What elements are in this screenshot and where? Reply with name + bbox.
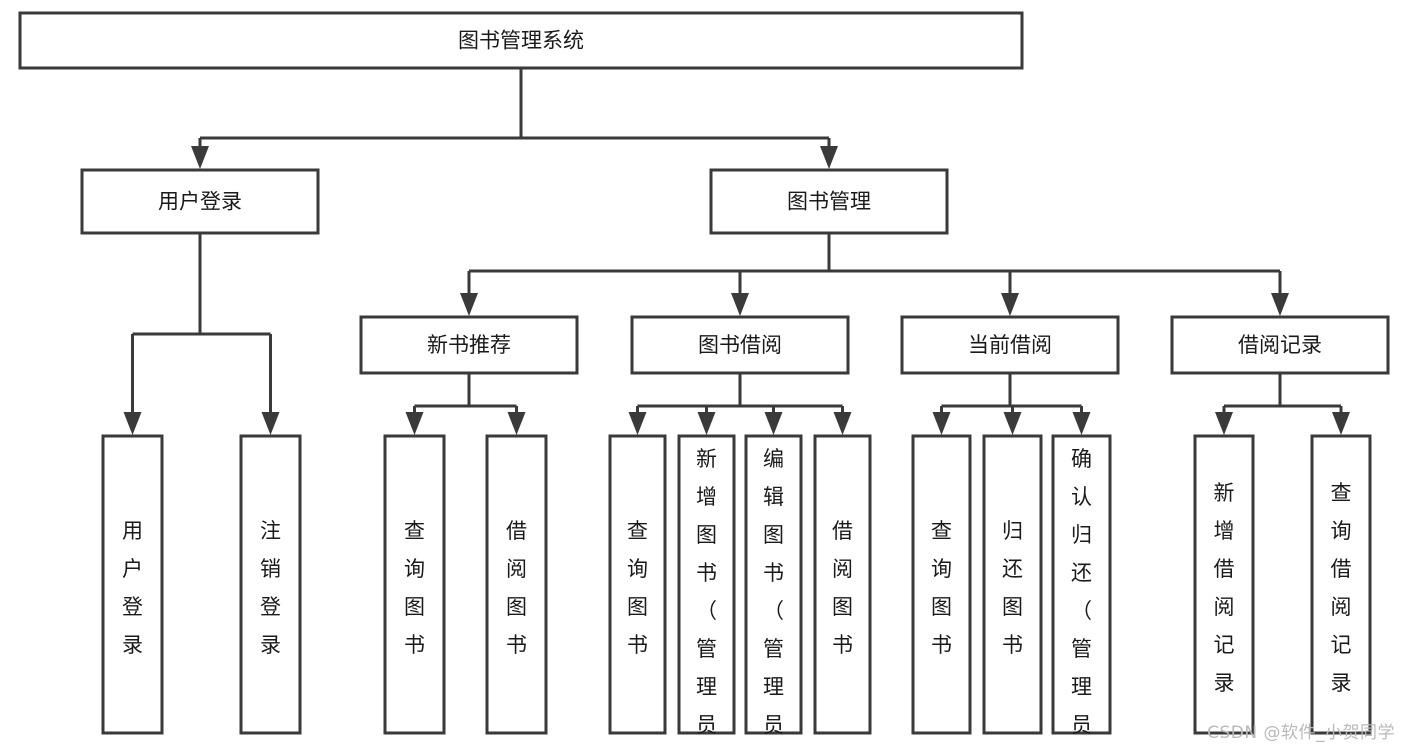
node-box <box>239 434 302 735</box>
node-box <box>744 434 803 735</box>
node-box <box>709 168 949 235</box>
node-box <box>101 434 164 735</box>
diagram-node-root[interactable]: 图书管理系统 <box>18 11 1024 70</box>
diagram-node-leaf_11[interactable]: 新增借阅记录 <box>1193 434 1255 735</box>
arrow-head-icon <box>1001 293 1019 316</box>
node-label: 编辑图书（管理员） <box>763 447 784 747</box>
node-label: 新增借阅记录 <box>1214 481 1235 695</box>
diagram-node-leaf_1[interactable]: 注销登录 <box>239 434 302 735</box>
arrow-head-icon <box>697 412 716 435</box>
arrow-head-icon <box>764 412 783 435</box>
diagram-node-l1_0[interactable]: 用户登录 <box>80 168 320 235</box>
node-box <box>911 434 972 735</box>
diagram-node-leaf_7[interactable]: 借阅图书 <box>813 434 872 735</box>
arrow-head-icon <box>507 412 526 435</box>
arrow-head-icon <box>460 293 478 316</box>
diagram-node-leaf_2[interactable]: 查询图书 <box>383 434 446 735</box>
diagram-node-leaf_5[interactable]: 新增图书（管理员） <box>677 434 736 747</box>
node-box <box>900 315 1120 375</box>
node-box <box>1051 434 1112 735</box>
node-label: 查询图书 <box>404 519 425 657</box>
node-label: 查询借阅记录 <box>1331 481 1352 695</box>
arrow-head-icon <box>1003 412 1022 435</box>
node-box <box>982 434 1043 735</box>
arrow-head-icon <box>1271 293 1289 316</box>
node-box <box>18 11 1024 70</box>
node-label: 归还图书 <box>1002 519 1023 657</box>
diagram-node-leaf_9[interactable]: 归还图书 <box>982 434 1043 735</box>
node-label: 图书管理系统 <box>458 29 584 53</box>
diagram-node-l2_0[interactable]: 新书推荐 <box>359 315 579 375</box>
diagram-node-leaf_0[interactable]: 用户登录 <box>101 434 164 735</box>
diagram-node-l2_1[interactable]: 图书借阅 <box>630 315 850 375</box>
diagram-node-leaf_3[interactable]: 借阅图书 <box>485 434 548 735</box>
arrow-head-icon <box>261 412 280 435</box>
diagram-node-leaf_6[interactable]: 编辑图书（管理员） <box>744 434 803 747</box>
node-box <box>677 434 736 735</box>
node-label: 借阅图书 <box>832 519 853 657</box>
node-label: 确认归还（管理员） <box>1071 447 1092 747</box>
node-box <box>80 168 320 235</box>
node-box <box>1193 434 1255 735</box>
node-label: 查询图书 <box>931 519 952 657</box>
arrow-head-icon <box>628 412 647 435</box>
node-label: 新增图书（管理员） <box>696 447 717 747</box>
diagram-node-leaf_4[interactable]: 查询图书 <box>608 434 667 735</box>
arrow-head-icon <box>405 412 424 435</box>
node-label: 用户登录 <box>122 519 143 657</box>
arrow-head-icon <box>820 146 838 169</box>
node-label: 借阅记录 <box>1238 333 1322 357</box>
arrow-head-icon <box>932 412 951 435</box>
node-box <box>1310 434 1372 735</box>
node-label: 注销登录 <box>260 519 281 657</box>
arrow-head-icon <box>731 293 749 316</box>
diagram-node-l2_2[interactable]: 当前借阅 <box>900 315 1120 375</box>
diagram-node-leaf_12[interactable]: 查询借阅记录 <box>1310 434 1372 735</box>
arrow-head-icon <box>123 412 142 435</box>
connector-layer <box>123 68 1350 435</box>
node-box <box>383 434 446 735</box>
arrow-head-icon <box>1332 412 1350 435</box>
node-label: 新书推荐 <box>427 333 511 357</box>
diagram-node-l2_3[interactable]: 借阅记录 <box>1170 315 1390 375</box>
node-box <box>630 315 850 375</box>
arrow-head-icon <box>1072 412 1091 435</box>
node-box <box>608 434 667 735</box>
diagram-node-leaf_8[interactable]: 查询图书 <box>911 434 972 735</box>
node-label: 当前借阅 <box>968 333 1052 357</box>
node-label: 借阅图书 <box>506 519 527 657</box>
arrow-head-icon <box>191 146 209 169</box>
diagram-node-l1_1[interactable]: 图书管理 <box>709 168 949 235</box>
node-label: 用户登录 <box>158 190 242 214</box>
diagram-node-leaf_10[interactable]: 确认归还（管理员） <box>1051 434 1112 747</box>
node-box <box>485 434 548 735</box>
node-label: 图书借阅 <box>698 333 782 357</box>
node-box <box>359 315 579 375</box>
node-box <box>813 434 872 735</box>
node-layer: 图书管理系统用户登录图书管理新书推荐图书借阅当前借阅借阅记录用户登录注销登录查询… <box>18 11 1390 747</box>
node-label: 查询图书 <box>627 519 648 657</box>
node-label: 图书管理 <box>787 190 871 214</box>
node-box <box>1170 315 1390 375</box>
arrow-head-icon <box>1215 412 1233 435</box>
arrow-head-icon <box>833 412 852 435</box>
